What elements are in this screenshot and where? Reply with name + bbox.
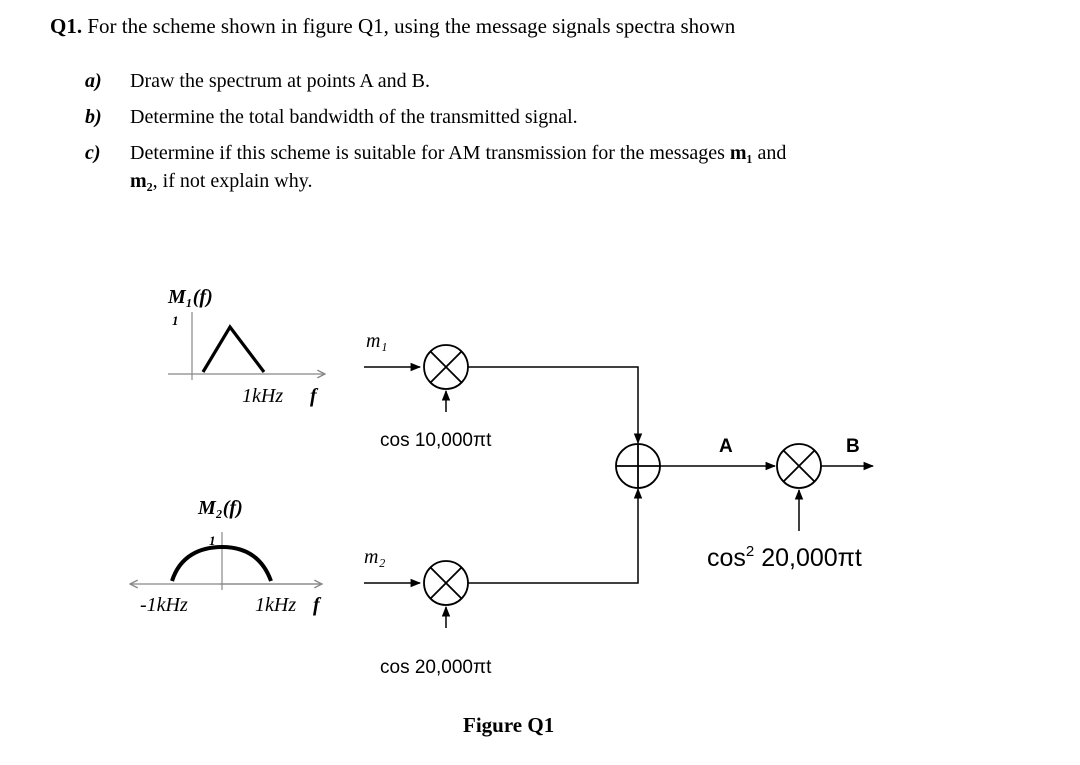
part-c-m2: m₂: [130, 170, 153, 192]
output-stage: A B cos2 20,000πt: [660, 436, 875, 572]
lower-branch: m₂ cos 20,000πt: [364, 487, 643, 678]
upper-branch: m₁ cos 10,000πt: [364, 330, 643, 451]
spectrum-m2-axis-label: f: [313, 594, 322, 616]
spectrum-m2-title: M₂(f): [197, 497, 243, 519]
carrier-3-base: cos: [707, 544, 746, 572]
spectrum-m1-title: M₁(f): [167, 286, 213, 308]
carrier-3-rest: 20,000πt: [754, 544, 862, 572]
input-m2-label: m₂: [364, 546, 385, 568]
part-b-letter: b): [85, 106, 102, 128]
spectrum-m2: M₂(f) 1 -1kHz 1kHz f: [130, 497, 322, 616]
part-c-text: Determine if this scheme is suitable for…: [130, 135, 786, 171]
carrier-3-sup: 2: [746, 543, 754, 560]
part-c-continuation: m₂, if not explain why.: [130, 170, 312, 193]
part-c-letter: c): [85, 142, 101, 164]
summer: [615, 443, 661, 489]
part-a-text: Draw the spectrum at points A and B.: [130, 70, 430, 92]
spectrum-m1-triangle: [201, 324, 266, 373]
part-c-text-before: Determine if this scheme is suitable for…: [130, 142, 730, 164]
part-a-letter: a): [85, 70, 102, 92]
spectrum-m2-curve: [170, 544, 273, 582]
carrier-2-label: cos 20,000πt: [380, 657, 492, 678]
spectrum-m1-peak: 1: [172, 313, 179, 328]
lower-path-to-summer: [468, 487, 643, 584]
spectrum-m1: M₁(f) 1 1kHz f: [167, 286, 325, 407]
mixer-1: [423, 344, 469, 390]
mixer-2: [423, 560, 469, 606]
question-text: For the scheme shown in figure Q1, using…: [87, 14, 736, 38]
part-c-and: and: [752, 142, 787, 164]
part-c-text-after: , if not explain why.: [152, 170, 313, 192]
spectrum-m1-freq: 1kHz: [242, 385, 283, 407]
upper-path-to-summer: [468, 366, 643, 445]
spectrum-m2-freq: 1kHz: [255, 594, 296, 616]
part-b-text: Determine the total bandwidth of the tra…: [130, 106, 578, 128]
part-c-m1: m₁: [729, 142, 753, 164]
spectrum-m2-peak: 1: [209, 533, 216, 548]
figure-caption: Figure Q1: [463, 713, 555, 737]
carrier-3-label: cos2 20,000πt: [707, 543, 862, 572]
question-heading: Q1. For the scheme shown in figure Q1, u…: [50, 14, 735, 39]
mixer-3: [776, 443, 822, 489]
point-b-label: B: [846, 436, 860, 457]
question-number: Q1.: [50, 14, 83, 38]
point-a-label: A: [719, 436, 733, 457]
spectrum-m1-axis-label: f: [310, 385, 319, 407]
carrier-1-label: cos 10,000πt: [380, 430, 492, 451]
input-m1-label: m₁: [366, 330, 387, 352]
spectrum-m2-neg-freq: -1kHz: [140, 594, 188, 616]
